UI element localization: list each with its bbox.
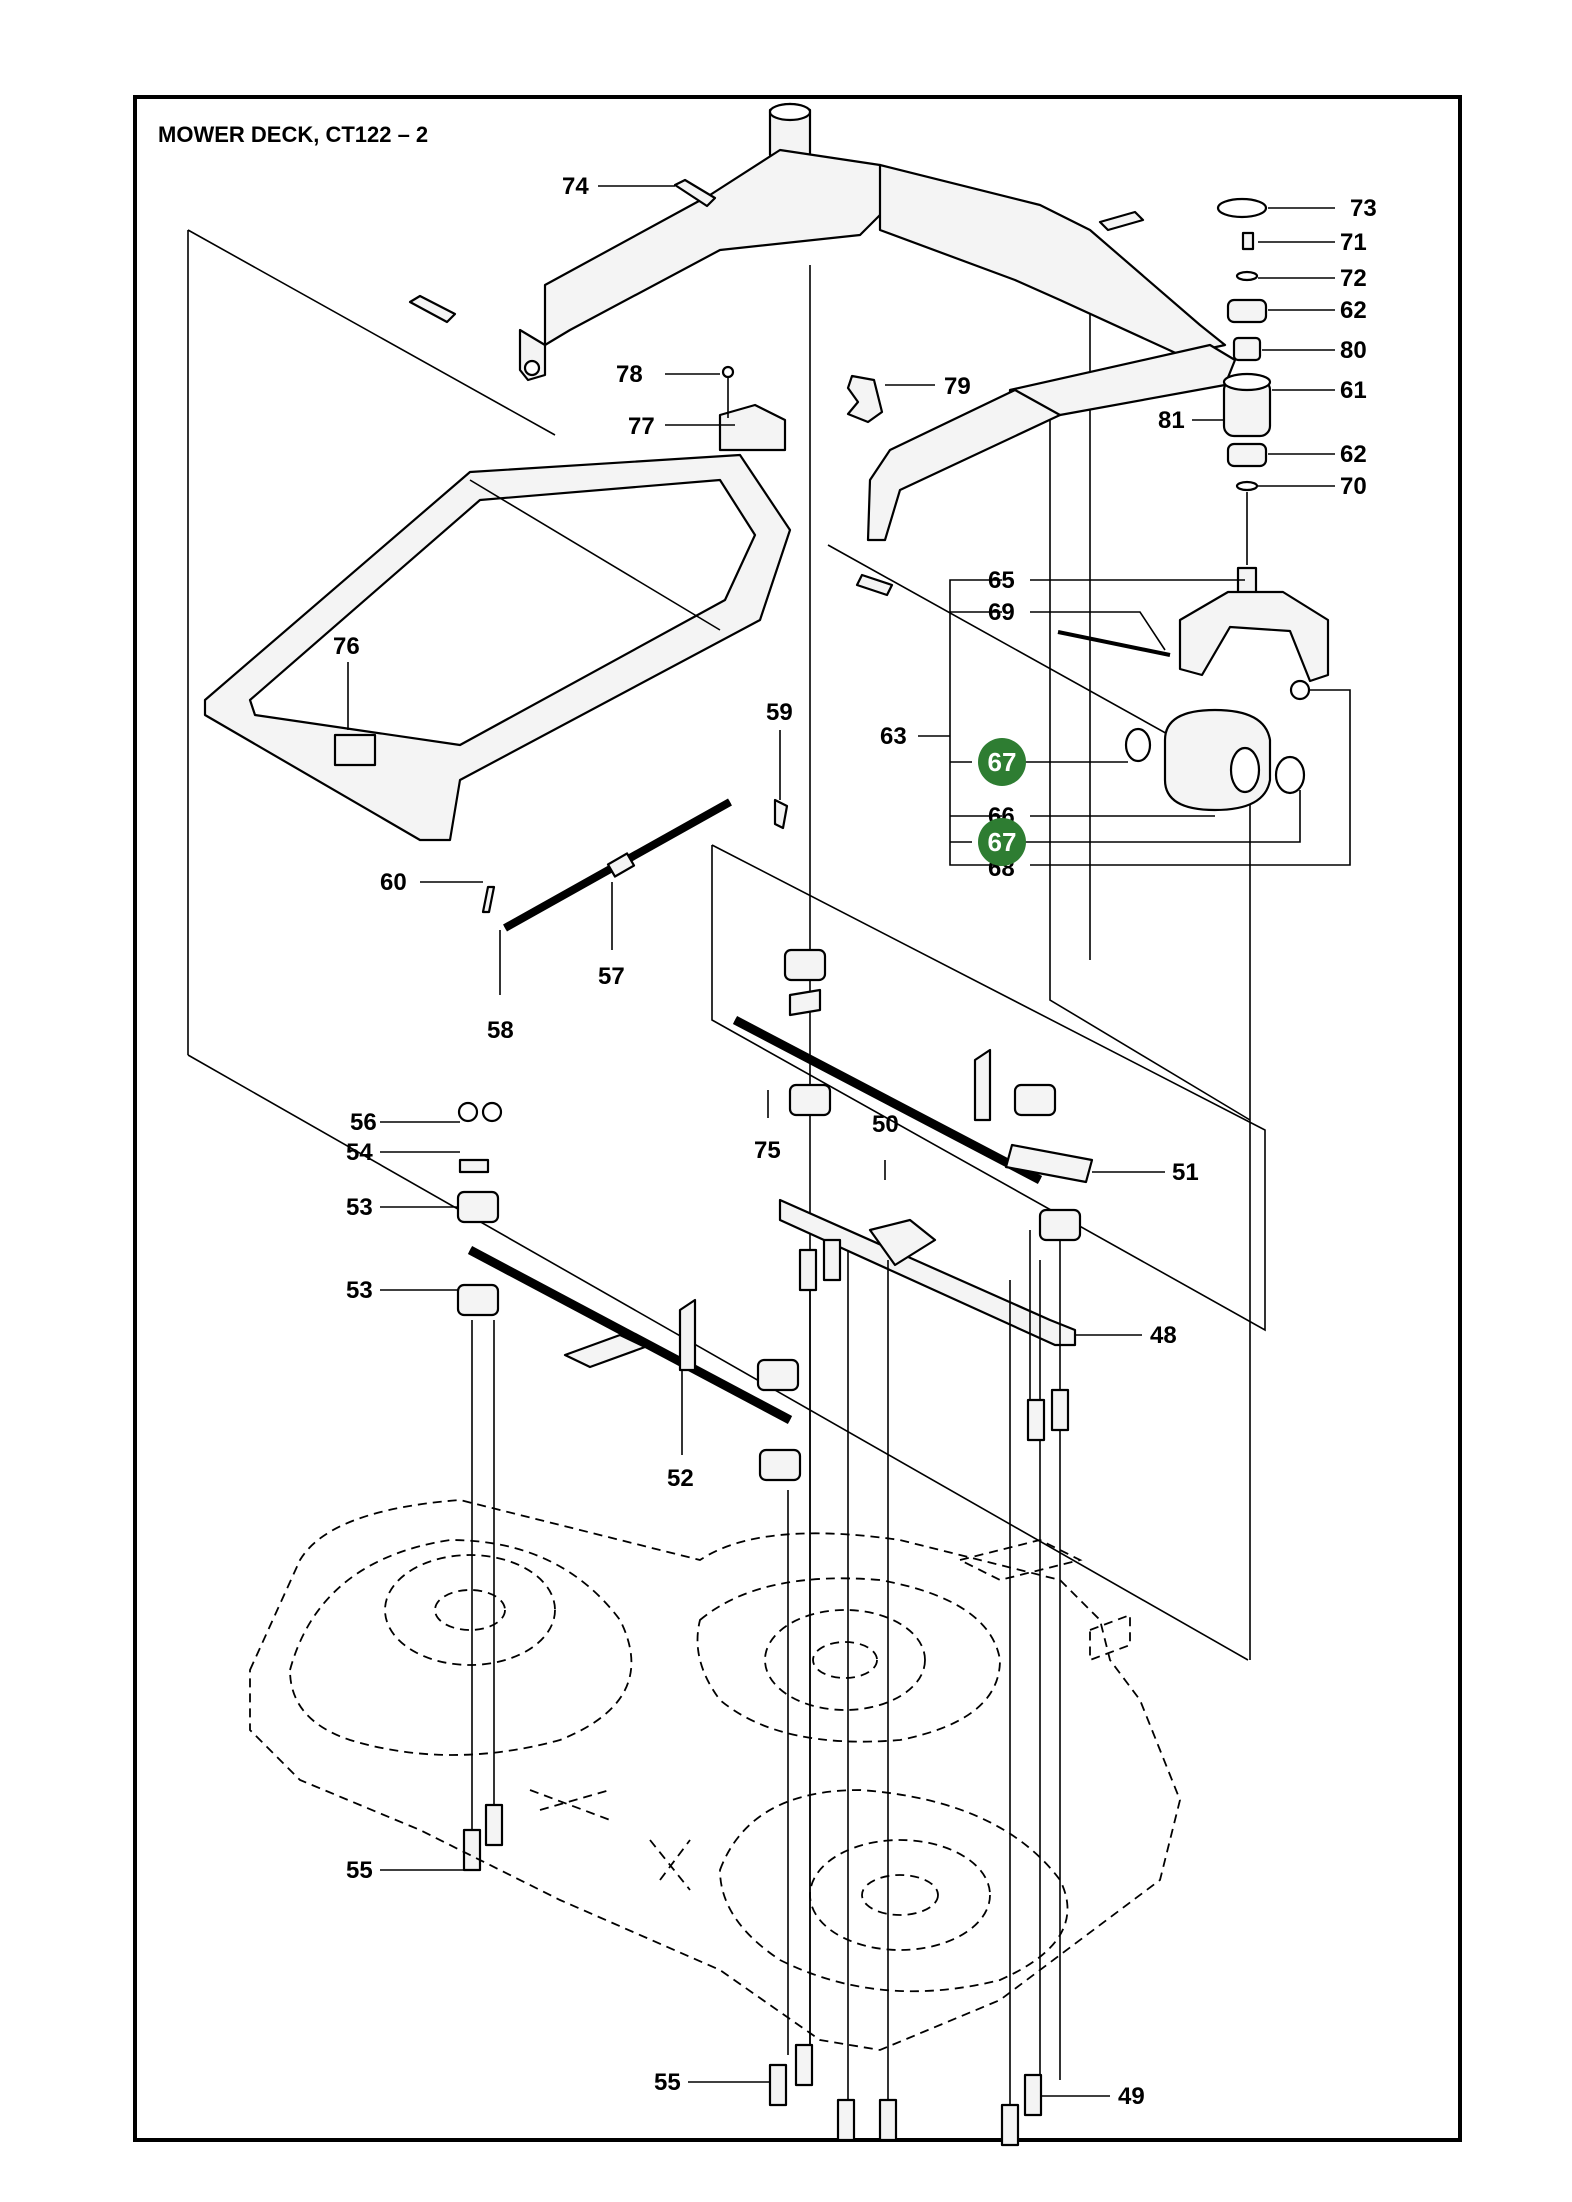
svg-text:67: 67 [988,747,1017,777]
rear-lift-shaft [732,948,1094,1242]
caster-wheel-assembly [1057,197,1330,812]
callout-65: 65 [988,567,1015,594]
lift-link-rod [481,798,789,932]
diagram-frame [133,95,1462,2142]
callout-71: 71 [1340,229,1367,256]
callout-77: 77 [628,413,655,440]
callout-62: 62 [1340,297,1367,324]
front-lift-shaft [456,1101,802,1482]
callout-78: 78 [616,361,643,388]
callout-57: 57 [598,963,625,990]
deck-hanger-frame [203,365,792,842]
callout-labels: 73 71 72 62 80 61 81 62 70 74 78 77 79 7… [333,173,1377,2110]
callout-59: 59 [766,699,793,726]
callout-51: 51 [1172,1159,1199,1186]
callout-60: 60 [380,869,407,896]
callout-74: 74 [562,173,589,200]
callout-50: 50 [872,1111,899,1138]
callout-75: 75 [754,1137,781,1164]
callout-52: 52 [667,1465,694,1492]
callout-58: 58 [487,1017,514,1044]
callout-49: 49 [1118,2083,1145,2110]
callout-54: 54 [346,1139,373,1166]
callout-63: 63 [880,723,907,750]
callout-62: 62 [1340,441,1367,468]
callout-72: 72 [1340,265,1367,292]
highlighted-callout-67-upper: 67 [978,738,1026,786]
callout-61: 61 [1340,377,1367,404]
callout-76: 76 [333,633,360,660]
diagram-title: MOWER DECK, CT122 – 2 [158,122,428,147]
callout-69: 69 [988,599,1015,626]
callout-53: 53 [346,1277,373,1304]
callout-53: 53 [346,1194,373,1221]
callout-48: 48 [1150,1322,1177,1349]
callout-56: 56 [350,1109,377,1136]
support-bracket-48 [778,1198,1077,1347]
highlighted-callout-67-lower: 67 [978,818,1026,866]
callout-55: 55 [346,1857,373,1884]
callout-80: 80 [1340,337,1367,364]
callout-leaders [347,185,1351,2097]
callout-70: 70 [1340,473,1367,500]
svg-text:67: 67 [988,827,1017,857]
hanger-bolts [462,1230,1070,2147]
callout-79: 79 [944,373,971,400]
mower-deck-housing [249,1499,1181,2051]
deck-lift-frame [408,102,1237,597]
callout-73: 73 [1350,195,1377,222]
callout-55: 55 [654,2069,681,2096]
callout-81: 81 [1158,407,1185,434]
